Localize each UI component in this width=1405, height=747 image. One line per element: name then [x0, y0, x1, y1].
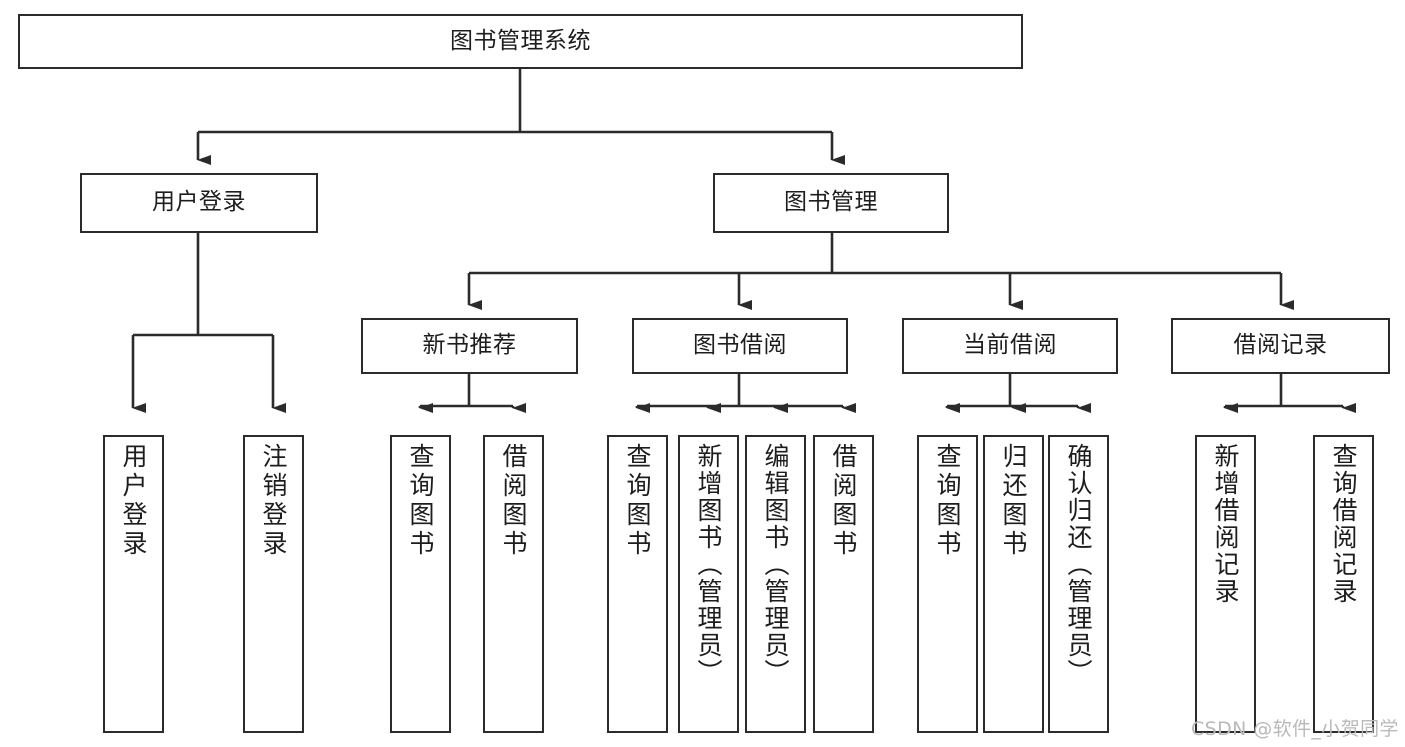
- node-current-borrow-label: 当前借阅: [963, 332, 1057, 359]
- leaf-confirm-return-admin-label: 确认归还（管理员）: [1064, 443, 1093, 686]
- node-book-management[interactable]: 图书管理: [713, 173, 949, 233]
- leaf-query-borrow-record-label: 查询借阅记录: [1329, 443, 1358, 605]
- leaf-user-login-label: 用户登录: [119, 443, 148, 559]
- leaf-query-book-borrow[interactable]: 查询图书: [607, 435, 668, 733]
- node-borrow-record[interactable]: 借阅记录: [1171, 318, 1390, 374]
- node-book-borrow-label: 图书借阅: [693, 332, 787, 359]
- leaf-edit-book-admin-label: 编辑图书（管理员）: [761, 443, 790, 686]
- node-borrow-record-label: 借阅记录: [1233, 332, 1328, 359]
- leaf-add-book-admin-label: 新增图书（管理员）: [694, 443, 723, 686]
- leaf-query-book-current-label: 查询图书: [933, 443, 962, 559]
- leaf-borrow-book[interactable]: 借阅图书: [813, 435, 874, 733]
- node-user-login[interactable]: 用户登录: [80, 173, 318, 233]
- csdn-watermark: CSDN @软件_小贺同学: [1191, 718, 1399, 740]
- node-root-label: 图书管理系统: [450, 27, 591, 54]
- leaf-borrow-book-recommend[interactable]: 借阅图书: [483, 435, 544, 733]
- leaf-query-book-recommend[interactable]: 查询图书: [390, 435, 451, 733]
- leaf-logout[interactable]: 注销登录: [243, 435, 304, 733]
- node-user-login-label: 用户登录: [152, 189, 246, 216]
- leaf-query-book-recommend-label: 查询图书: [406, 443, 435, 559]
- leaf-add-borrow-record[interactable]: 新增借阅记录: [1195, 435, 1256, 733]
- leaf-user-login[interactable]: 用户登录: [103, 435, 164, 733]
- leaf-query-book-current[interactable]: 查询图书: [917, 435, 978, 733]
- leaf-add-borrow-record-label: 新增借阅记录: [1211, 443, 1240, 605]
- leaf-borrow-book-recommend-label: 借阅图书: [499, 443, 528, 559]
- node-new-book-recommend-label: 新书推荐: [422, 332, 517, 359]
- node-current-borrow[interactable]: 当前借阅: [902, 318, 1118, 374]
- leaf-query-borrow-record[interactable]: 查询借阅记录: [1313, 435, 1374, 733]
- leaf-query-book-borrow-label: 查询图书: [623, 443, 652, 559]
- leaf-add-book-admin[interactable]: 新增图书（管理员）: [678, 435, 739, 733]
- node-new-book-recommend[interactable]: 新书推荐: [361, 318, 578, 374]
- leaf-confirm-return-admin[interactable]: 确认归还（管理员）: [1048, 435, 1109, 733]
- node-root[interactable]: 图书管理系统: [18, 14, 1023, 69]
- leaf-return-book[interactable]: 归还图书: [983, 435, 1044, 733]
- leaf-return-book-label: 归还图书: [999, 443, 1028, 559]
- leaf-edit-book-admin[interactable]: 编辑图书（管理员）: [745, 435, 806, 733]
- leaf-logout-label: 注销登录: [259, 443, 288, 559]
- leaf-borrow-book-label: 借阅图书: [829, 443, 858, 559]
- node-book-management-label: 图书管理: [784, 189, 878, 216]
- node-book-borrow[interactable]: 图书借阅: [632, 318, 848, 374]
